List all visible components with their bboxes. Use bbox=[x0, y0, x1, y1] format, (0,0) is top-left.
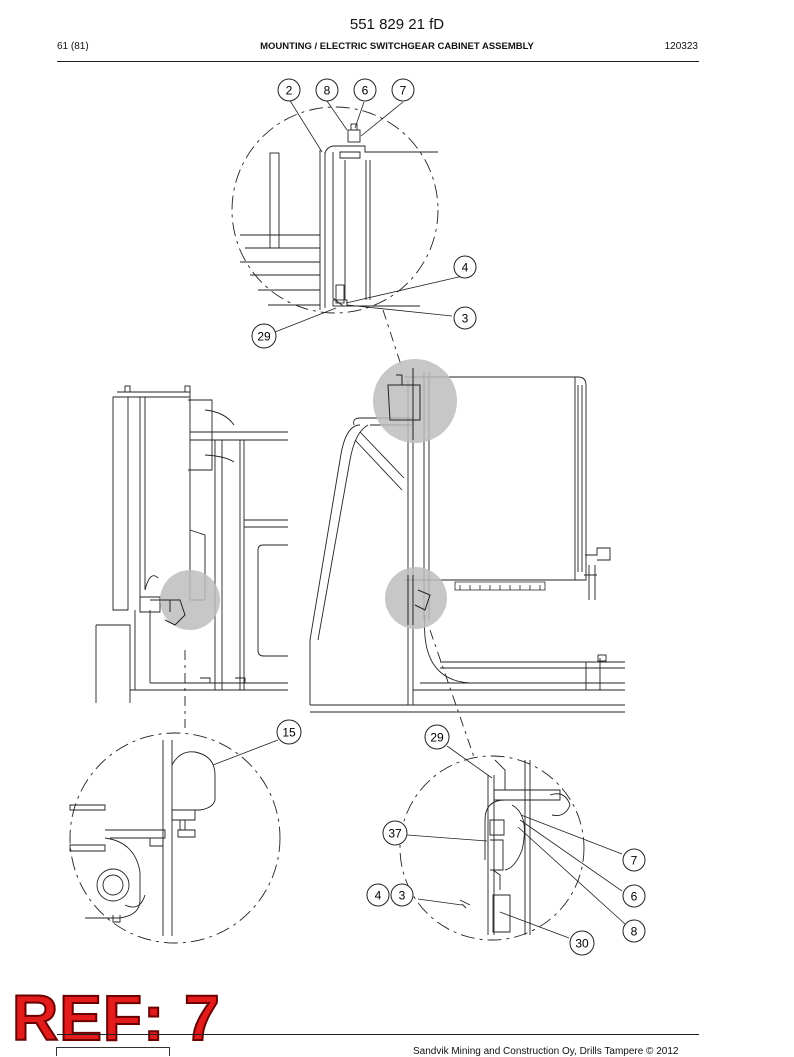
callout-15: 15 bbox=[276, 719, 302, 745]
callout-37: 37 bbox=[382, 820, 408, 846]
callout-29: 29 bbox=[251, 323, 277, 349]
callout-7: 7 bbox=[391, 78, 415, 102]
callout-2: 2 bbox=[277, 78, 301, 102]
page-number: 61 (81) bbox=[57, 41, 89, 52]
page-title: MOUNTING / ELECTRIC SWITCHGEAR CABINET A… bbox=[260, 41, 534, 52]
callout-4-lower: 4 bbox=[366, 883, 390, 907]
callout-30: 30 bbox=[569, 930, 595, 956]
left-side-view bbox=[95, 385, 288, 703]
header-rule bbox=[57, 61, 699, 62]
detail-circle-bottom-right bbox=[399, 755, 585, 941]
callout-balloons: 2 8 6 7 4 3 29 15 29 37 7 4 3 6 8 30 bbox=[251, 78, 646, 956]
ref-stamp: REF: 7 bbox=[11, 982, 221, 1054]
svg-text:29: 29 bbox=[257, 330, 271, 344]
svg-text:29: 29 bbox=[430, 731, 444, 745]
date-code: 120323 bbox=[664, 41, 698, 52]
bottom-left-detail-parts bbox=[69, 740, 216, 936]
top-detail-parts bbox=[240, 123, 438, 310]
svg-text:15: 15 bbox=[282, 726, 296, 740]
callout-7-lower: 7 bbox=[622, 848, 646, 872]
callout-6-lower: 6 bbox=[622, 884, 646, 908]
document-number: 551 829 21 fD bbox=[349, 16, 445, 33]
svg-text:2: 2 bbox=[286, 84, 293, 98]
footer-rule bbox=[57, 1034, 699, 1035]
svg-text:7: 7 bbox=[400, 84, 407, 98]
svg-text:6: 6 bbox=[631, 890, 638, 904]
svg-text:30: 30 bbox=[575, 937, 589, 951]
svg-text:8: 8 bbox=[324, 84, 331, 98]
svg-text:4: 4 bbox=[462, 261, 469, 275]
svg-text:7: 7 bbox=[631, 854, 638, 868]
bottom-right-detail-parts bbox=[459, 759, 571, 935]
callout-6: 6 bbox=[353, 78, 377, 102]
svg-text:6: 6 bbox=[362, 84, 369, 98]
svg-text:8: 8 bbox=[631, 925, 638, 939]
logo-strip bbox=[56, 1047, 170, 1056]
highlight-circle-lower-right bbox=[385, 567, 447, 629]
svg-text:3: 3 bbox=[462, 312, 469, 326]
detail-circle-bottom-left bbox=[69, 732, 281, 944]
detail-circle-top bbox=[231, 106, 439, 314]
callout-4: 4 bbox=[453, 255, 477, 279]
svg-text:4: 4 bbox=[375, 889, 382, 903]
callout-29-lower: 29 bbox=[424, 724, 450, 750]
leader-lines bbox=[212, 98, 626, 939]
callout-8: 8 bbox=[315, 78, 339, 102]
svg-text:3: 3 bbox=[399, 889, 406, 903]
footer-copyright: Sandvik Mining and Construction Oy, Dril… bbox=[413, 1046, 679, 1057]
callout-3: 3 bbox=[453, 306, 477, 330]
highlight-circle-left bbox=[160, 570, 220, 630]
callout-8-lower: 8 bbox=[622, 919, 646, 943]
svg-text:37: 37 bbox=[388, 827, 402, 841]
highlight-circle-upper-right bbox=[373, 359, 457, 443]
callout-3-lower: 3 bbox=[390, 883, 414, 907]
cabinet-bottom-clamps bbox=[454, 581, 546, 591]
right-side-view bbox=[309, 368, 625, 713]
